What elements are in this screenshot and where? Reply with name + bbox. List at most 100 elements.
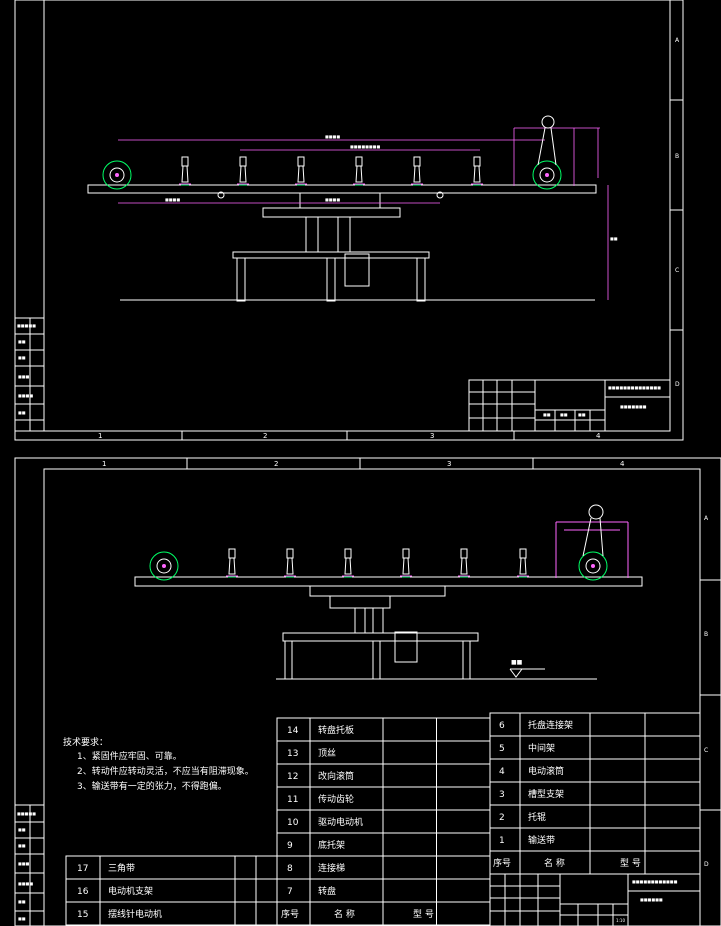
bom-item-name: 电动机支架 [108,885,153,897]
bom-item-name: 托盘连接架 [528,719,573,731]
sheet1-dim-height: ■■ [610,236,618,241]
sheet2-col-label-1: 1 [102,460,106,468]
sheet2-block-label: ■■ [18,843,26,848]
bom-item-number: 4 [499,767,505,777]
bom-item-name: 电动滚筒 [528,765,564,777]
bom-item-name: 底托架 [318,839,345,851]
sheet2-col-label-4: 4 [620,460,625,468]
sheet2-block-label: ■■ [18,899,26,904]
idler-roller [411,156,423,186]
sheet1-block-label: ■■ [18,339,26,344]
sheet2-block-label: ■■■■ [18,881,33,886]
sheet1-row-label-d: D [675,381,680,388]
bom-item-number: 9 [287,841,293,851]
sheet2-left-revision-block [14,804,45,926]
idler-roller [400,548,412,578]
sheet1-block-label: ■■ [18,355,26,360]
sheet2-block-label: ■■ [18,827,26,832]
bom-item-name: 摆线针电动机 [108,908,162,920]
sheet2-outer-border [14,457,721,926]
bom-item-name: 驱动电动机 [318,816,363,828]
bom-item-number: 3 [499,790,505,800]
sheet1-block-label: ■■■■■ [17,323,36,328]
bom-item-number: 13 [287,749,298,759]
tech-requirement-2: 2、转动件应转动灵活，不应当有阻滞现象。 [77,765,254,777]
bom-item-name: 转盘 [318,885,336,897]
sheet1-dim-lower-left: ■■■■ [165,197,180,202]
sheet1-left-revision-block [14,317,45,432]
sheet1-left-block-labels: ■■■■■ ■■ ■■ ■■■ ■■■■ ■■ [17,323,36,415]
bom-item-number: 15 [77,910,88,920]
sheet1-tail-pulley [102,160,132,190]
bom-item-number: 5 [499,744,505,754]
sheet2-title-block [489,873,701,926]
sheet2-drawing-frame [43,468,701,926]
sheet1-block-label: ■■ [18,410,26,415]
sheet1-col-label-3: 3 [430,432,434,440]
sheet1-column-zones [181,431,515,440]
idler-roller [458,548,470,578]
sheet1-dim-lower-mid: ■■■■ [325,197,340,202]
idler-roller [342,548,354,578]
bom-item-name: 托辊 [528,811,546,823]
sheet2-left-block-labels: ■■■■■ ■■ ■■ ■■■ ■■■■ ■■ ■■ [17,811,36,921]
bom-item-name: 槽型支架 [528,788,564,800]
sheet1-drive-pulley [532,115,562,190]
sheet1-bottom-idlers [217,191,444,199]
bom-item-name: 输送带 [528,834,555,846]
sheet2-title-company: ■■■■■■■■■■■■ [632,879,678,884]
bom-item-number: 7 [287,887,293,897]
sheet2-block-label: ■■ [18,916,26,921]
sheet2-title-scale: 1:10 [616,918,625,923]
bom-item-name: 连接梯 [318,862,345,874]
idler-roller [237,156,249,186]
sheet2-drive-pulley [578,504,608,581]
bom-item-name: 中间架 [528,742,555,754]
sheet2-block-label: ■■■ [18,861,30,866]
sheet1-conveyor-frame [87,184,597,302]
sheet1-block-label: ■■■ [18,374,30,379]
bom-header-cell: 序号 [493,857,511,869]
sheet1-block-label: ■■■■ [18,393,33,398]
bom-header-cell: 型 号 [620,858,641,869]
sheet1-title-block [468,379,671,432]
sheet2-drive-housing [555,521,629,578]
bom-item-name: 顶丝 [318,747,336,759]
tech-requirement-3: 3、输送带有一定的张力，不得跑偏。 [77,780,227,792]
sheet1-drawing-frame [43,0,671,432]
sheet2-column-zones [186,458,721,811]
sheet1-col-label-1: 1 [98,432,102,440]
sheet1-col-label-4: 4 [596,432,601,440]
sheet2-technical-requirements: 技术要求： 1、紧固件应牢固、可靠。 2、转动件应转动灵活，不应当有阻滞现象。 … [63,736,254,792]
idler-roller [284,548,296,578]
sheet1-title-cell: ■■ [578,412,586,417]
sheet2-title-drawing-name: ■■■■■■ [640,897,663,902]
sheet1-row-zones [670,99,683,331]
bom-item-number: 10 [287,818,299,828]
sheet2-row-label-b: B [704,631,708,638]
sheet2-col-label-2: 2 [274,460,278,468]
sheet2-col-label-3: 3 [447,460,451,468]
sheet2-ground-label: ■■ [511,659,523,666]
bom-header-cell: 名 称 [544,857,565,869]
bom-item-number: 17 [77,864,88,874]
bom-item-name: 传动齿轮 [318,793,354,805]
bom-header-cell: 名 称 [334,908,355,920]
tech-requirements-title: 技术要求： [63,736,108,748]
bom-item-number: 14 [287,726,299,736]
sheet1-title-cell: ■■ [560,412,568,417]
idler-roller [226,548,238,578]
sheet-2-assembly: 1 2 3 4 A B C D ■■■■■ ■■ ■■ ■■■ ■■■■ ■■ … [14,457,721,926]
sheet1-dimension-lines [118,127,609,300]
bom-header-cell: 序号 [281,908,299,920]
bom-item-name: 转盘托板 [318,724,354,736]
idler-roller [179,156,191,186]
sheet1-row-label-a: A [675,37,680,44]
bom-item-number: 8 [287,864,293,874]
sheet1-title-cell: ■■ [543,412,551,417]
bom-item-number: 11 [287,795,298,805]
idler-roller [353,156,365,186]
